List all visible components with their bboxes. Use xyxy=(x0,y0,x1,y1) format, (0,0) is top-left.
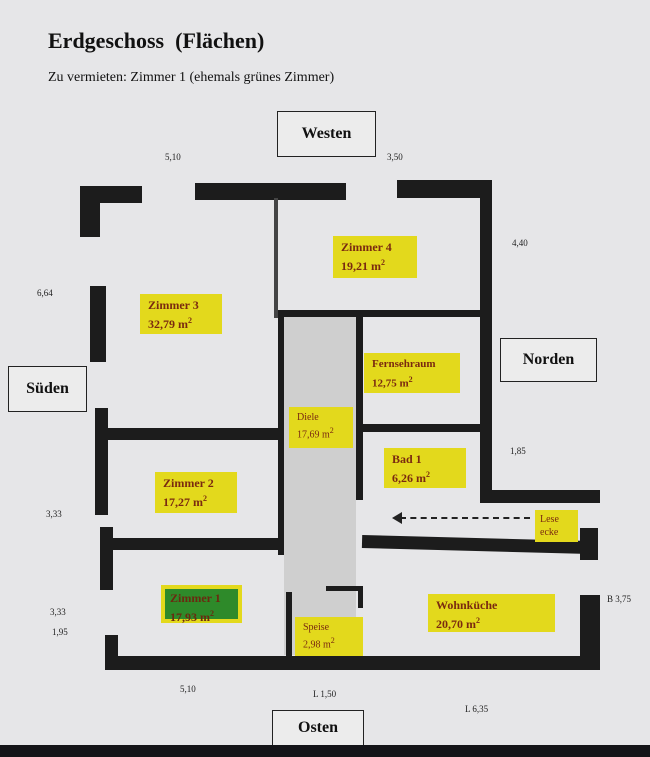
lese-arrow xyxy=(400,517,530,519)
wall xyxy=(358,586,363,608)
room-label-zimmer-4: Zimmer 4 19,21 m2 xyxy=(333,236,417,278)
room-area-unit: 2 xyxy=(476,616,480,625)
room-area-unit: 2 xyxy=(330,636,335,645)
dim-left-mid: 3,33 xyxy=(46,509,62,519)
room-label-bad-1: Bad 1 6,26 m2 xyxy=(384,448,466,488)
room-area: 12,75 m xyxy=(372,377,409,390)
page-subtitle: Zu vermieten: Zimmer 1 (ehemals grünes Z… xyxy=(48,70,335,85)
wall xyxy=(326,586,362,591)
room-area: 2,98 m xyxy=(303,639,331,651)
room-area-unit: 2 xyxy=(188,316,192,325)
lese-line-2: ecke xyxy=(540,527,559,538)
room-name: Zimmer 2 xyxy=(163,476,214,490)
room-area-unit: 2 xyxy=(203,494,207,503)
dim-bottom-right: L 6,35 xyxy=(465,704,489,714)
wall xyxy=(278,315,284,555)
dim-right-top: 4,40 xyxy=(512,238,528,248)
wall xyxy=(480,490,600,503)
room-label-zimmer-3: Zimmer 3 32,79 m2 xyxy=(140,294,222,334)
direction-south: Süden xyxy=(8,366,87,412)
wall xyxy=(278,310,480,317)
room-label-lese-ecke: Lese ecke xyxy=(535,510,578,542)
dim-left-top: 6,64 xyxy=(37,288,53,298)
wall xyxy=(397,180,492,198)
room-area-unit: 2 xyxy=(329,426,334,435)
wall xyxy=(80,186,100,237)
room-name: Wohnküche xyxy=(436,598,498,612)
wall xyxy=(95,408,108,515)
room-label-zimmer-1: Zimmer 1 17,93 m2 xyxy=(161,585,242,624)
room-label-diele: Diele 17,69 m2 xyxy=(289,407,353,448)
wall xyxy=(356,315,363,500)
wall xyxy=(480,180,492,502)
room-area-unit: 2 xyxy=(408,375,413,384)
dim-left-bottom: 1,95 xyxy=(52,627,68,637)
wall xyxy=(100,527,113,590)
arrow-left-icon xyxy=(392,512,402,524)
dim-bottom-mid: L 1,50 xyxy=(313,689,337,699)
wall xyxy=(362,424,480,432)
room-name: Zimmer 1 xyxy=(170,591,221,605)
direction-west: Westen xyxy=(277,111,376,157)
wall xyxy=(580,595,600,670)
dim-right-bottom: B 3,75 xyxy=(607,594,632,604)
monitor-bezel xyxy=(0,745,650,757)
wall xyxy=(286,592,292,657)
room-label-wohnkueche: Wohnküche 20,70 m2 xyxy=(428,594,555,632)
room-area: 17,69 m xyxy=(297,429,330,441)
wall xyxy=(195,183,346,200)
room-area: 19,21 m xyxy=(341,259,381,273)
dim-top-left: 5,10 xyxy=(165,152,181,162)
room-name: Bad 1 xyxy=(392,452,422,466)
wall xyxy=(105,656,600,670)
page-title: Erdgeschoss (Flächen) xyxy=(48,28,265,53)
room-name: Zimmer 3 xyxy=(148,298,199,312)
wall xyxy=(274,198,278,318)
room-area: 20,70 m xyxy=(436,617,476,631)
room-area: 32,79 m xyxy=(148,317,188,331)
diele-corridor xyxy=(284,315,356,655)
room-label-zimmer-2: Zimmer 2 17,27 m2 xyxy=(155,472,237,513)
lese-line-1: Lese xyxy=(540,514,559,525)
room-name: Zimmer 4 xyxy=(341,240,392,254)
room-area: 17,27 m xyxy=(163,495,203,509)
room-area: 6,26 m xyxy=(392,471,426,485)
wall xyxy=(106,428,278,440)
dim-bottom-left: 5,10 xyxy=(180,684,196,694)
room-label-fernsehraum: Fernsehraum 12,75 m2 xyxy=(364,353,460,393)
wall xyxy=(90,286,106,362)
room-name: Speise xyxy=(303,622,330,633)
room-name: Fernsehraum xyxy=(372,358,436,370)
dim-left-low: 3,33 xyxy=(50,607,66,617)
room-area-unit: 2 xyxy=(426,470,430,479)
room-area: 17,93 m xyxy=(170,610,210,624)
room-name: Diele xyxy=(297,412,319,423)
room-label-speise: Speise 2,98 m2 xyxy=(295,617,363,656)
dim-top-right: 3,50 xyxy=(387,152,403,162)
room-area-unit: 2 xyxy=(210,609,214,618)
room-area-unit: 2 xyxy=(381,258,385,267)
dim-right-mid: 1,85 xyxy=(510,446,526,456)
wall xyxy=(113,538,280,550)
direction-north: Norden xyxy=(500,338,597,382)
